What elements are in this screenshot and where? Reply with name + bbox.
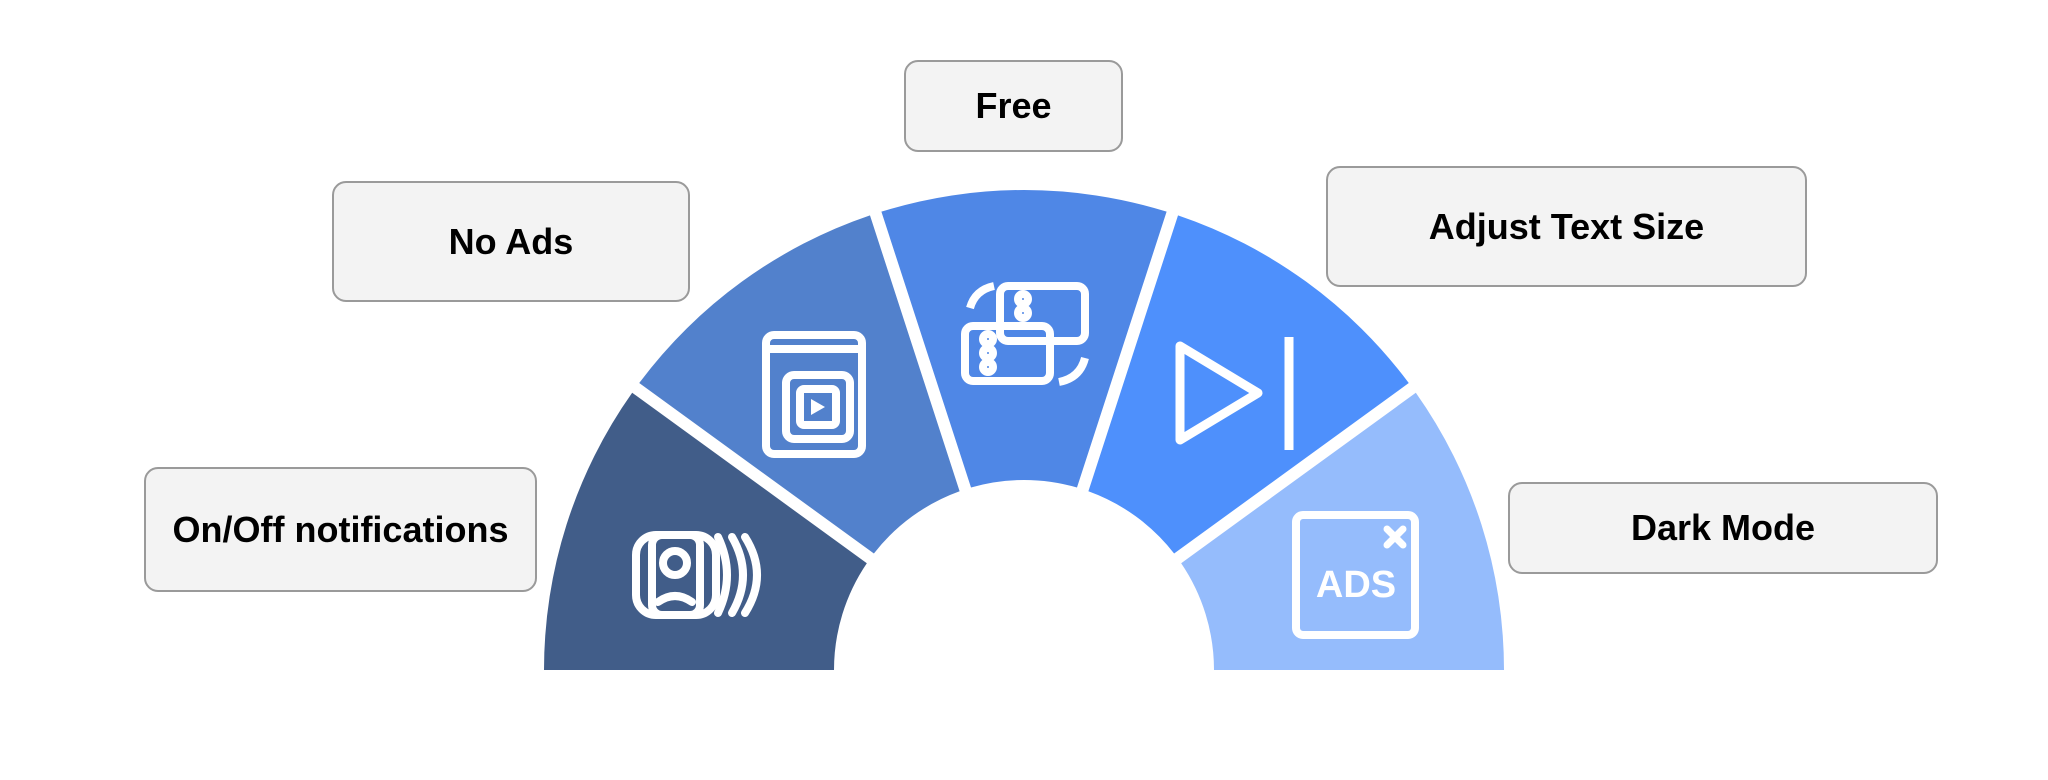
segment-no-ads bbox=[639, 215, 960, 554]
label-adjust-text-size: Adjust Text Size bbox=[1326, 166, 1807, 287]
label-on-off-notifications: On/Off notifications bbox=[144, 467, 537, 592]
play-skip-icon bbox=[1175, 337, 1294, 450]
label-free: Free bbox=[904, 60, 1123, 152]
svg-text:ADS: ADS bbox=[1316, 564, 1396, 606]
label-no-ads: No Ads bbox=[332, 181, 690, 302]
label-dark-mode: Dark Mode bbox=[1508, 482, 1938, 574]
segment-dark-mode bbox=[1181, 392, 1504, 670]
video-player-icon bbox=[762, 331, 866, 458]
notification-toggle-icon bbox=[632, 531, 761, 619]
ads-block-icon: ADS bbox=[1292, 511, 1419, 639]
segment-on-off-notifications bbox=[544, 392, 867, 670]
exchange-tickets-icon bbox=[961, 282, 1089, 386]
